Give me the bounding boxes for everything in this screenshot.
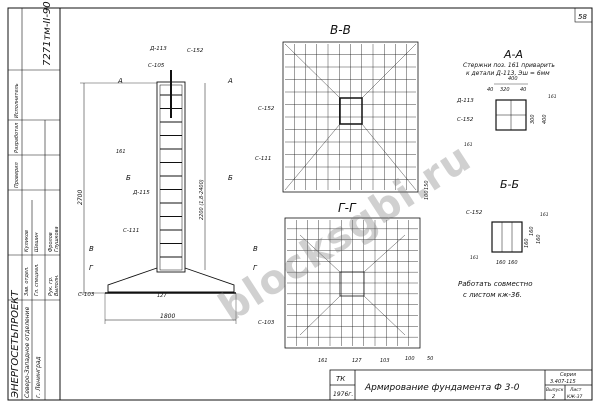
stamp-check: Проверил	[14, 162, 20, 188]
dim: 320	[500, 87, 510, 93]
cut-mark-v: В	[253, 245, 258, 253]
plan-bb: В-В С-152 С-111 150 100	[255, 23, 430, 200]
label-c152: С-152	[258, 106, 275, 112]
label-d113: Д-113	[149, 46, 167, 52]
label-c152: С-152	[457, 117, 474, 123]
stamp-dept: Северо-Западное отделение	[24, 306, 31, 398]
cut-mark-v: В	[89, 245, 94, 253]
title-year: 1976г.	[333, 391, 353, 398]
label-c111: С-111	[255, 156, 271, 162]
dim: 300	[530, 114, 536, 124]
section-aa: А-А Стержни поз. 161 приварить к детали …	[456, 48, 557, 148]
stamp-role: Выполн.	[54, 274, 60, 296]
cut-mark-a: А	[227, 77, 233, 85]
plan-bb-title: В-В	[330, 23, 351, 37]
marker-161: 161	[548, 94, 557, 100]
stamp-name: Куликов	[24, 230, 30, 252]
cut-mark-a: А	[117, 77, 123, 85]
series-label: Серия	[560, 372, 576, 378]
label-d115: Д-115	[132, 190, 150, 196]
stamp-name: Фролов	[48, 232, 54, 252]
section-aa-note: к детали Д-113, Эш = 6мм	[466, 70, 550, 77]
sheet-value: КЖ-37	[567, 394, 583, 400]
marker-161: 161	[464, 142, 473, 148]
stamp-check: Разработал	[14, 122, 20, 153]
dim-column: 2200 (1,8-2400)	[199, 179, 205, 220]
dim: 400	[542, 114, 548, 124]
stamp-city: г. Ленинград	[35, 356, 42, 398]
stamp-role: Гл. специал.	[34, 263, 40, 296]
label-c111: С-111	[123, 228, 139, 234]
dim: 400	[508, 76, 518, 82]
title-block: ТК 1976г. Армирование фундамента Ф 3-0 С…	[329, 369, 593, 401]
label-c105: С-105	[148, 63, 165, 69]
stamp-code: 7271тм-II-90	[42, 1, 53, 66]
page-number: 58	[578, 13, 587, 21]
section-aa-title: А-А	[503, 48, 523, 61]
section-b-b: Б-Б С-152 161 161 160 160 160 160 160 Ра…	[458, 178, 549, 299]
label-c152: С-152	[466, 210, 483, 216]
stamp-check: Исполнитель	[14, 83, 20, 118]
label-c103: С-103	[258, 320, 275, 326]
marker-127: 127	[157, 293, 167, 299]
dim: 100	[405, 356, 415, 362]
sheet-frame	[7, 7, 593, 401]
title-org: ТК	[336, 375, 346, 383]
cut-mark-b: Б	[228, 174, 233, 182]
issue-value: 2	[552, 394, 555, 400]
dim: 40	[520, 87, 526, 93]
marker-161: 161	[470, 255, 479, 261]
cut-mark-g: Г	[253, 264, 258, 272]
plan-gg-title: Г-Г	[338, 201, 357, 215]
label-d113: Д-113	[456, 98, 474, 104]
section-b-b-title: Б-Б	[500, 178, 519, 191]
cut-mark-b: Б	[126, 174, 131, 182]
dim: 160	[536, 234, 542, 244]
issue-label: Выпуск	[546, 387, 564, 393]
stamp-name: Шешин	[34, 232, 40, 252]
dim: 160	[496, 260, 506, 266]
note-line: Работать совместно	[458, 280, 533, 288]
marker-161: 161	[540, 212, 549, 218]
stamp-role: Зав. отдел.	[24, 266, 30, 296]
dim: 160	[529, 226, 535, 236]
dim-height: 2700	[77, 190, 84, 205]
side-stamp: ЭНЕРГОСЕТЬПРОЕКТ Северо-Западное отделен…	[8, 1, 60, 400]
cut-mark-g: Г	[89, 264, 94, 272]
stamp-role: Рук. гр.	[48, 276, 54, 296]
elevation-view: 2700 2200 (1,8-2400) 1800 Д-113 С-152 С-…	[77, 46, 258, 324]
marker: 127	[352, 358, 362, 364]
sheet-label: Лист	[569, 387, 582, 393]
dim: 100	[424, 190, 430, 200]
drawing-title: Армирование фундамента Ф 3-0	[364, 383, 520, 393]
label-c152: С-152	[187, 48, 204, 54]
dim: 150	[424, 180, 430, 190]
dim: 50	[427, 356, 433, 362]
marker: 161	[318, 358, 328, 364]
note-line: с листом кж-36.	[463, 291, 522, 299]
dim: 160	[524, 238, 530, 248]
dim: 160	[508, 260, 518, 266]
label-c103: С-103	[78, 292, 95, 298]
dim-width: 1800	[160, 313, 175, 320]
plan-gg: Г-Г С-103 161 127 103 100 50	[258, 201, 433, 364]
stamp-org: ЭНЕРГОСЕТЬПРОЕКТ	[10, 290, 21, 399]
marker: 103	[380, 358, 390, 364]
series-value: 3.407-115	[550, 379, 576, 385]
marker-161: 161	[116, 149, 126, 155]
dim: 40	[487, 87, 493, 93]
stamp-name: Глушкова	[54, 226, 60, 252]
section-aa-note: Стержни поз. 161 приварить	[463, 62, 555, 69]
